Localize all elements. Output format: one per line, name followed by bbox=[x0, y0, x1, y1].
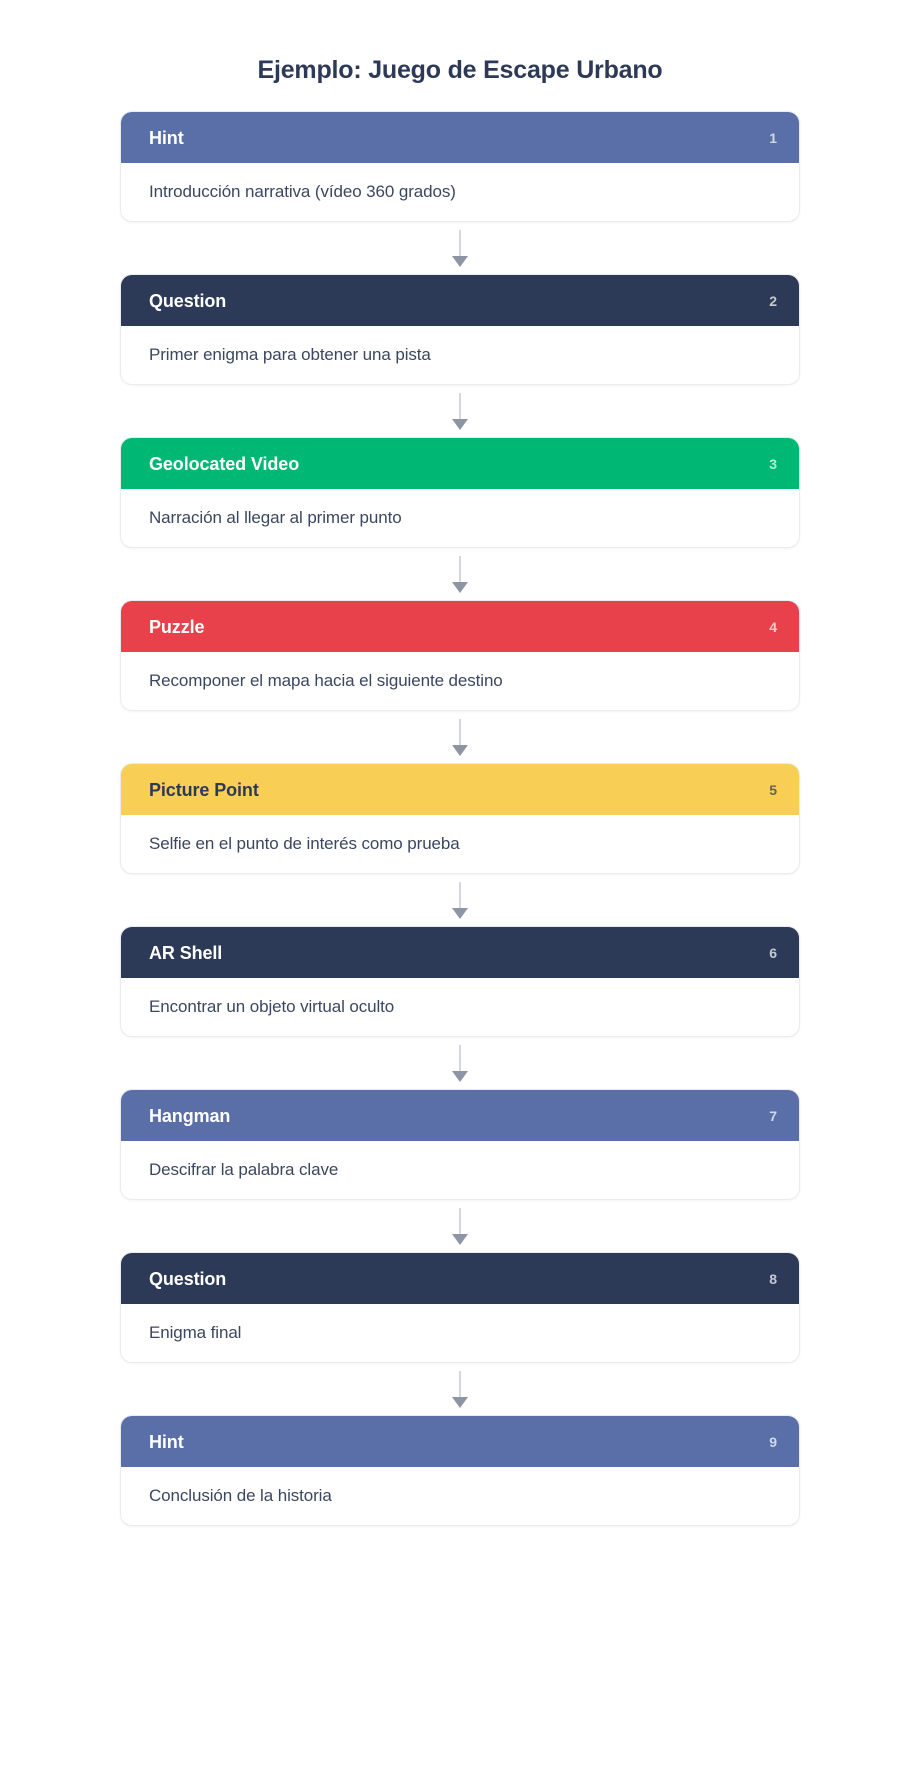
step-description: Narración al llegar al primer punto bbox=[149, 507, 402, 527]
arrow-head bbox=[452, 1233, 468, 1245]
step-description: Encontrar un objeto virtual oculto bbox=[149, 996, 395, 1016]
step-type-label: AR Shell bbox=[149, 942, 223, 963]
arrow-down-icon bbox=[120, 711, 800, 763]
arrow-down-icon bbox=[120, 222, 800, 274]
step-card-body: Introducción narrativa (vídeo 360 grados… bbox=[121, 163, 799, 221]
arrow-stem bbox=[459, 881, 461, 908]
step-card-body: Recomponer el mapa hacia el siguiente de… bbox=[121, 652, 799, 710]
step-card-body: Enigma final bbox=[121, 1304, 799, 1362]
arrow-stem bbox=[459, 718, 461, 745]
arrow-down-icon bbox=[120, 548, 800, 600]
arrow-stem bbox=[459, 555, 461, 582]
step-description: Recomponer el mapa hacia el siguiente de… bbox=[149, 670, 503, 690]
step-description: Enigma final bbox=[149, 1322, 242, 1342]
arrow-head bbox=[452, 1396, 468, 1408]
arrow-head bbox=[452, 581, 468, 593]
step-card-body: Conclusión de la historia bbox=[121, 1467, 799, 1525]
step-type-label: Hint bbox=[149, 127, 184, 148]
step-card-header: Hint 9 bbox=[121, 1416, 799, 1467]
step-type-label: Picture Point bbox=[149, 779, 259, 800]
step-description: Conclusión de la historia bbox=[149, 1485, 332, 1505]
step-card-header: Picture Point 5 bbox=[121, 764, 799, 815]
step-number-badge: 6 bbox=[769, 944, 777, 961]
step-card-header: Geolocated Video 3 bbox=[121, 438, 799, 489]
step-description: Selfie en el punto de interés como prueb… bbox=[149, 833, 460, 853]
step-type-label: Puzzle bbox=[149, 616, 205, 637]
step-card-header: Puzzle 4 bbox=[121, 601, 799, 652]
step-card-body: Narración al llegar al primer punto bbox=[121, 489, 799, 547]
step-card-body: Selfie en el punto de interés como prueb… bbox=[121, 815, 799, 873]
step-card-body: Encontrar un objeto virtual oculto bbox=[121, 978, 799, 1036]
arrow-stem bbox=[459, 1044, 461, 1071]
arrow-head bbox=[452, 255, 468, 267]
step-card-body: Descifrar la palabra clave bbox=[121, 1141, 799, 1199]
step-type-label: Question bbox=[149, 290, 227, 311]
step-number-badge: 2 bbox=[769, 292, 777, 309]
arrow-stem bbox=[459, 1370, 461, 1397]
step-number-badge: 9 bbox=[769, 1433, 777, 1450]
step-type-label: Geolocated Video bbox=[149, 453, 300, 474]
arrow-down-icon bbox=[120, 385, 800, 437]
arrow-stem bbox=[459, 229, 461, 256]
step-card-header: Question 2 bbox=[121, 275, 799, 326]
arrow-down-icon bbox=[120, 1037, 800, 1089]
step-number-badge: 4 bbox=[769, 618, 777, 635]
step-description: Introducción narrativa (vídeo 360 grados… bbox=[149, 181, 456, 201]
step-number-badge: 1 bbox=[769, 129, 777, 146]
step-type-label: Question bbox=[149, 1268, 227, 1289]
step-number-badge: 8 bbox=[769, 1270, 777, 1287]
arrow-head bbox=[452, 418, 468, 430]
step-card-header: Question 8 bbox=[121, 1253, 799, 1304]
step-number-badge: 7 bbox=[769, 1107, 777, 1124]
arrow-down-icon bbox=[120, 1363, 800, 1415]
step-type-label: Hint bbox=[149, 1431, 184, 1452]
page-title: Ejemplo: Juego de Escape Urbano bbox=[257, 56, 663, 84]
step-type-label: Hangman bbox=[149, 1105, 231, 1126]
arrow-down-icon bbox=[120, 874, 800, 926]
step-card-body: Primer enigma para obtener una pista bbox=[121, 326, 799, 384]
step-card-header: AR Shell 6 bbox=[121, 927, 799, 978]
arrow-head bbox=[452, 907, 468, 919]
arrow-head bbox=[452, 744, 468, 756]
arrow-stem bbox=[459, 392, 461, 419]
arrow-head bbox=[452, 1070, 468, 1082]
step-card-header: Hangman 7 bbox=[121, 1090, 799, 1141]
step-description: Primer enigma para obtener una pista bbox=[149, 344, 431, 364]
arrow-down-icon bbox=[120, 1200, 800, 1252]
step-number-badge: 3 bbox=[769, 455, 777, 472]
step-card-header: Hint 1 bbox=[121, 112, 799, 163]
arrow-stem bbox=[459, 1207, 461, 1234]
step-description: Descifrar la palabra clave bbox=[149, 1159, 339, 1179]
step-number-badge: 5 bbox=[769, 781, 777, 798]
